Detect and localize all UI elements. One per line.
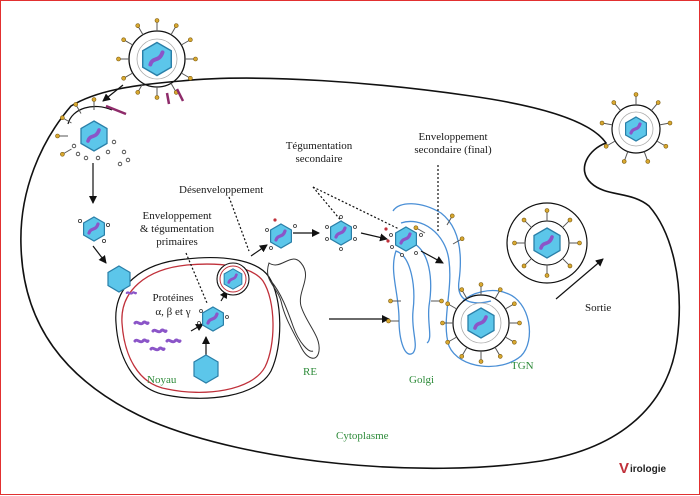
label-cytoplasme: Cytoplasme [336, 430, 389, 442]
capsid-nucleus-filled [197, 305, 229, 333]
label-enveloppement-primaire-2: & tégumentation [140, 223, 215, 235]
label-enveloppement-final-2: secondaire (final) [414, 144, 492, 156]
label-enveloppement-primaire-3: primaires [156, 236, 198, 248]
label-proteines-2: α, β et γ [155, 306, 190, 318]
capsid-cytoplasm [77, 215, 110, 243]
capsid-nuclear-pore [107, 265, 137, 295]
label-sortie: Sortie [585, 302, 611, 314]
capsid-budding-golgi [384, 225, 423, 257]
label-tgn: TGN [511, 360, 534, 372]
label-re: RE [303, 366, 317, 378]
capsid-tegumented [325, 215, 357, 251]
virion-tgn [440, 282, 522, 364]
capsid-nucleus-empty [193, 354, 219, 384]
logo-text: irologie [630, 464, 667, 475]
endoplasmic-reticulum [267, 258, 320, 359]
pathway-arrows [89, 84, 604, 356]
capsid-deenveloped [265, 218, 297, 250]
label-tegumentation-2: secondaire [295, 153, 342, 165]
virion-entering [116, 18, 198, 105]
label-enveloppement-primaire-1: Enveloppement [142, 210, 211, 222]
nuclear-proteins [133, 320, 182, 352]
virologie-logo: V irologie [619, 460, 667, 477]
secretory-vesicle [506, 202, 588, 284]
virion-released [599, 92, 673, 165]
virion-primary-envelope [216, 262, 250, 296]
label-enveloppement-final-1: Enveloppement [418, 131, 487, 143]
label-noyau: Noyau [147, 374, 177, 386]
label-tegumentation-1: Tégumentation [286, 140, 353, 152]
cell-membrane [20, 77, 680, 470]
nucleus [115, 257, 281, 399]
logo-initial: V [619, 460, 629, 477]
label-desenveloppement: Désenveloppement [179, 184, 263, 196]
label-golgi: Golgi [409, 374, 434, 386]
label-proteines-1: Protéines [153, 292, 194, 304]
virion-fusing [55, 97, 131, 167]
